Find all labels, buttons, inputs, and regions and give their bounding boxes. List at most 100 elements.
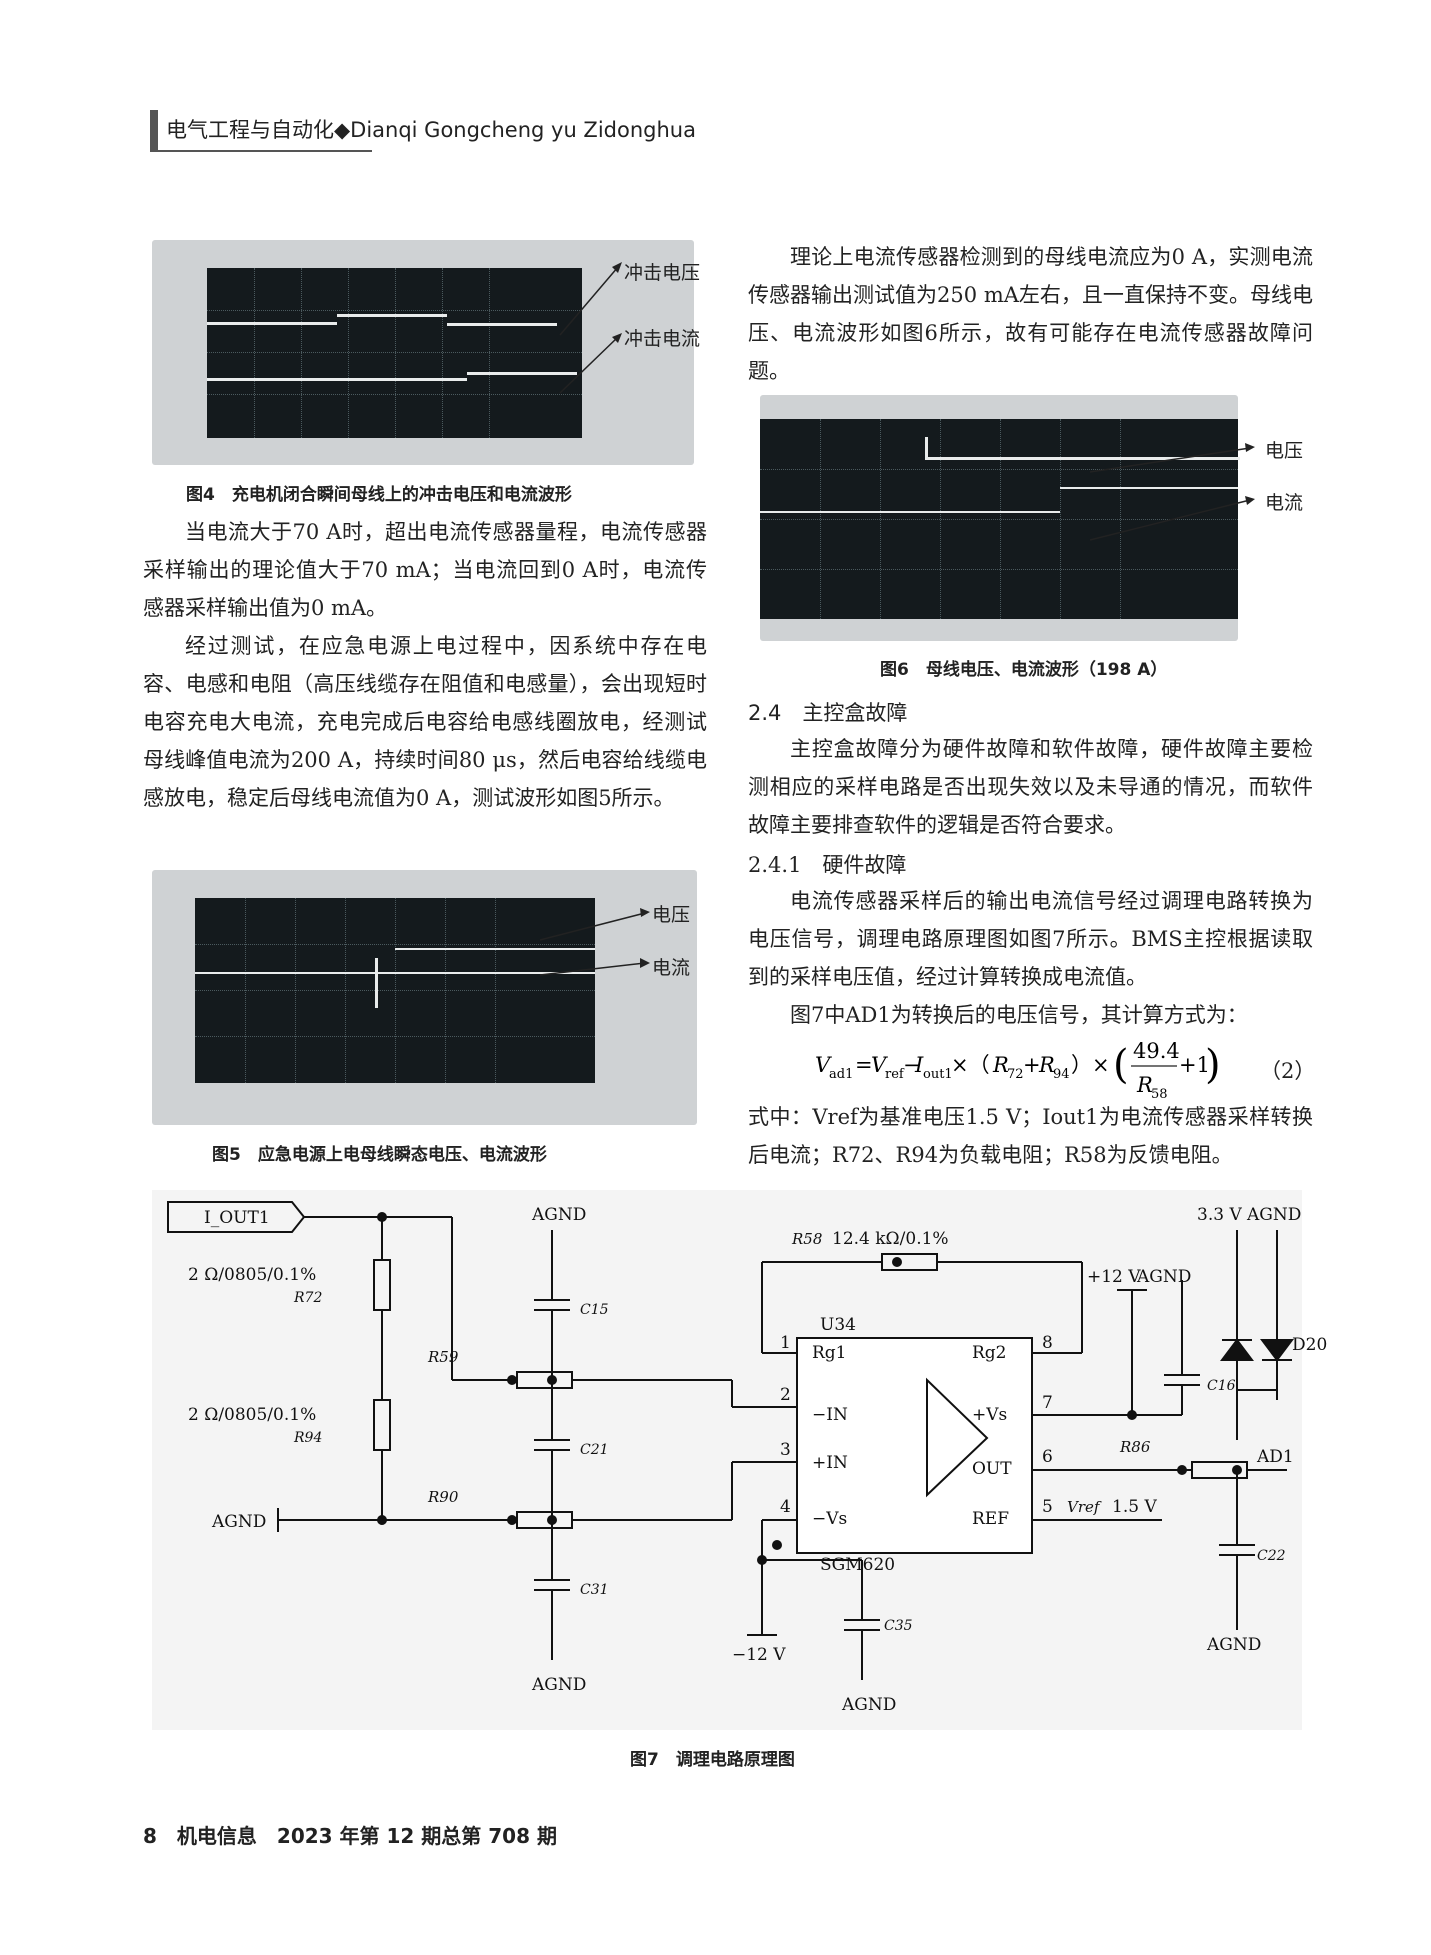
svg-text:58: 58 xyxy=(1151,1087,1168,1102)
svg-text:C21: C21 xyxy=(580,1442,609,1458)
svg-text:8: 8 xyxy=(1042,1333,1053,1353)
fig5-screen xyxy=(195,898,595,1083)
section-2-4-heading: 2.4 主控盒故障 xyxy=(748,701,908,725)
svg-text:C15: C15 xyxy=(580,1302,609,1318)
svg-text:94: 94 xyxy=(1053,1067,1070,1082)
svg-text:49.4: 49.4 xyxy=(1133,1039,1180,1063)
svg-text:R58: R58 xyxy=(791,1230,822,1248)
svg-text:6: 6 xyxy=(1042,1447,1053,1467)
svg-text:5: 5 xyxy=(1042,1497,1053,1517)
left-paragraph-2: 经过测试，在应急电源上电过程中，因系统中存在电容、电感和电阻（高压线缆存在阻值和… xyxy=(143,634,707,810)
svg-text:−IN: −IN xyxy=(812,1405,848,1425)
label-i-out1: I_OUT1 xyxy=(204,1208,270,1228)
svg-text:+Vs: +Vs xyxy=(972,1405,1007,1425)
right-paragraph-2: 主控盒故障分为硬件故障和软件故障，硬件故障主要检测相应的采样电路是否出现失效以及… xyxy=(748,737,1313,837)
left-text-block-1: 当电流大于70 A时，超出电流传感器量程，电流传感器采样输出的理论值大于70 m… xyxy=(143,513,707,817)
right-paragraph-1: 理论上电流传感器检测到的母线电流应为0 A，实测电流传感器输出测试值为250 m… xyxy=(748,245,1313,383)
right-paragraph-5: 式中：Vref为基准电压1.5 V；Iout1为电流传感器采样转换后电流；R72… xyxy=(748,1105,1313,1167)
svg-text:−Vs: −Vs xyxy=(812,1509,847,1529)
svg-text:OUT: OUT xyxy=(972,1459,1012,1479)
fig6-arrows xyxy=(1089,443,1255,541)
fig7-schematic: I_OUT1 2 Ω/0805/0.1% R72 2 Ω/0805/0.1% R… xyxy=(152,1190,1327,1730)
svg-text:Rg1: Rg1 xyxy=(812,1343,847,1363)
label-agnd-d20: AGND xyxy=(1246,1205,1301,1225)
svg-text:): ) xyxy=(1205,1042,1221,1088)
svg-text:）×: ）× xyxy=(1071,1053,1110,1077)
svg-text:3: 3 xyxy=(780,1440,791,1460)
fig4-label-current: 冲击电流 xyxy=(624,328,701,350)
svg-text:+1: +1 xyxy=(1179,1053,1210,1077)
svg-text:ref: ref xyxy=(885,1067,905,1082)
section-2-4-1-heading: 2.4.1 硬件故障 xyxy=(748,853,907,877)
header-underline xyxy=(150,150,372,152)
svg-text:4: 4 xyxy=(780,1497,791,1517)
journal-header: 电气工程与自动化◆Dianqi Gongcheng yu Zidonghua xyxy=(166,118,696,142)
fig4-photo xyxy=(152,240,694,465)
label-minus12: −12 V xyxy=(732,1645,786,1665)
svg-text:2: 2 xyxy=(780,1385,791,1405)
svg-text:C31: C31 xyxy=(580,1582,609,1598)
svg-text:ad1: ad1 xyxy=(829,1067,853,1082)
label-chip-model: SGM620 xyxy=(820,1555,895,1575)
svg-text:R72: R72 xyxy=(293,1290,322,1306)
svg-text:R86: R86 xyxy=(1119,1438,1151,1456)
svg-text:+IN: +IN xyxy=(812,1453,848,1473)
fig6-caption: 图6 母线电压、电流波形（198 A） xyxy=(880,660,1168,680)
fig5-caption: 图5 应急电源上电母线瞬态电压、电流波形 xyxy=(212,1145,547,1165)
svg-text:V: V xyxy=(815,1053,832,1077)
label-r58-spec: 12.4 kΩ/0.1% xyxy=(832,1229,949,1249)
svg-text:out1: out1 xyxy=(923,1067,953,1082)
fig5-label-voltage: 电压 xyxy=(652,904,691,926)
fig6-screen xyxy=(760,419,1240,619)
label-agnd-left: AGND xyxy=(211,1512,266,1532)
fig4-label-voltage: 冲击电压 xyxy=(624,262,701,284)
fig5-photo xyxy=(152,870,697,1125)
svg-text:72: 72 xyxy=(1007,1067,1024,1082)
svg-text:V: V xyxy=(871,1053,888,1077)
right-paragraph-1-block: 理论上电流传感器检测到的母线电流应为0 A，实测电流传感器输出测试值为250 m… xyxy=(748,238,1313,390)
header-bar xyxy=(150,110,158,152)
svg-text:(: ( xyxy=(1113,1042,1129,1088)
svg-text:7: 7 xyxy=(1042,1393,1053,1413)
svg-text:=: = xyxy=(855,1053,873,1077)
right-paragraph-3-block: 电流传感器采样后的输出电流信号经过调理电路转换为电压信号，调理电路原理图如图7所… xyxy=(748,882,1313,1034)
fig5-arrows xyxy=(539,908,650,976)
svg-text:+: + xyxy=(1023,1053,1041,1077)
right-paragraph-3: 电流传感器采样后的输出电流信号经过调理电路转换为电压信号，调理电路原理图如图7所… xyxy=(748,889,1313,989)
svg-text:C35: C35 xyxy=(884,1618,913,1634)
page-footer: 8 机电信息 2023 年第 12 期总第 708 期 xyxy=(143,1824,557,1848)
label-agnd-bottom: AGND xyxy=(531,1675,586,1695)
fig5-label-current: 电流 xyxy=(652,957,691,979)
fig6-label-current: 电流 xyxy=(1265,492,1304,514)
formula-2: V ad1 = V ref − I out1 ×（ R 72 + R 94 ）×… xyxy=(815,1039,1221,1102)
fig7-caption: 图7 调理电路原理图 xyxy=(630,1750,795,1770)
label-r72-spec: 2 Ω/0805/0.1% xyxy=(188,1265,316,1285)
svg-text:1: 1 xyxy=(780,1333,791,1353)
label-agnd-c22: AGND xyxy=(1206,1635,1261,1655)
svg-text:R59: R59 xyxy=(427,1348,459,1366)
label-r94-spec: 2 Ω/0805/0.1% xyxy=(188,1405,316,1425)
label-v33: 3.3 V xyxy=(1197,1205,1242,1225)
svg-text:C22: C22 xyxy=(1257,1548,1286,1564)
svg-text:R90: R90 xyxy=(427,1488,459,1506)
fig6-label-voltage: 电压 xyxy=(1265,440,1304,462)
left-paragraph-1: 当电流大于70 A时，超出电流传感器量程，电流传感器采样输出的理论值大于70 m… xyxy=(143,520,707,620)
label-agnd-vs: AGND xyxy=(1136,1267,1191,1287)
label-agnd-c35: AGND xyxy=(841,1695,896,1715)
label-chip: U34 xyxy=(820,1315,856,1335)
fig4-arrows xyxy=(559,262,622,394)
svg-text:C16: C16 xyxy=(1207,1378,1236,1394)
formula-number: （2） xyxy=(1260,1059,1316,1083)
svg-text:R94: R94 xyxy=(293,1430,322,1446)
label-agnd-top: AGND xyxy=(531,1205,586,1225)
svg-text:×（: ×（ xyxy=(951,1053,990,1077)
label-plus12: +12 V xyxy=(1087,1267,1141,1287)
right-paragraph-5-block: 式中：Vref为基准电压1.5 V；Iout1为电流传感器采样转换后电流；R72… xyxy=(748,1098,1313,1174)
label-d20: D20 xyxy=(1292,1335,1327,1355)
label-ad1: AD1 xyxy=(1256,1447,1294,1467)
right-paragraph-2-block: 主控盒故障分为硬件故障和软件故障，硬件故障主要检测相应的采样电路是否出现失效以及… xyxy=(748,730,1313,844)
fig4-caption: 图4 充电机闭合瞬间母线上的冲击电压和电流波形 xyxy=(186,485,572,505)
svg-text:R: R xyxy=(1038,1053,1055,1077)
svg-text:R: R xyxy=(1136,1073,1153,1097)
label-vref: 1.5 V xyxy=(1112,1497,1157,1517)
